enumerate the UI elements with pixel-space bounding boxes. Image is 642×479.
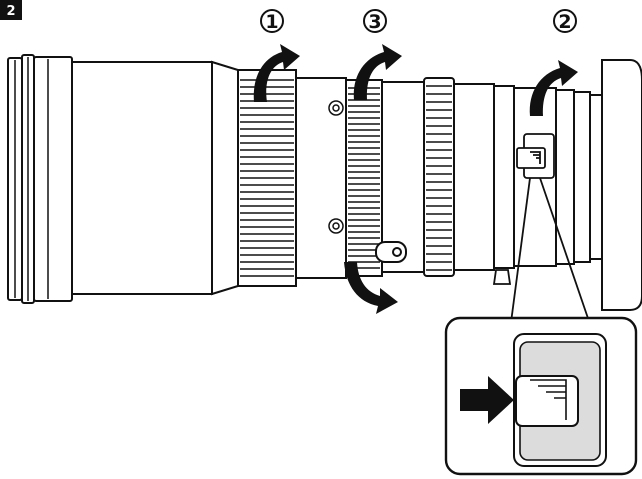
- hood-detail-lines: [14, 57, 49, 301]
- curved-arrow-icon: [353, 44, 402, 100]
- rear-barrel: [555, 89, 575, 265]
- focus-limit-switch: [516, 133, 555, 179]
- focus-ring-ribs: [348, 87, 380, 269]
- front-barrel: [71, 61, 213, 295]
- rotation-arrows: [253, 44, 578, 314]
- screw-top: [328, 100, 344, 116]
- right-arrow-icon: [460, 376, 514, 424]
- step-marker-2: 2: [553, 9, 577, 33]
- rear-barrel: [493, 85, 515, 269]
- switch-detail-inset: [444, 316, 638, 476]
- inset-switch-knob: [515, 375, 579, 427]
- lock-knob: [375, 241, 407, 263]
- grip-ring-teeth: [426, 85, 452, 271]
- step-number-3: 3: [368, 11, 381, 33]
- tripod-foot: [492, 269, 512, 285]
- curved-arrow-icon: [253, 44, 300, 102]
- mount-ring: [589, 94, 603, 260]
- curved-arrow-icon: [529, 60, 578, 116]
- rear-barrel: [381, 81, 425, 273]
- step-marker-3: 3: [363, 9, 387, 33]
- inset-switch-grip: [530, 379, 567, 420]
- zoom-ring-ribs: [240, 79, 294, 277]
- rear-cap: [601, 59, 642, 311]
- figure-label: 2: [6, 4, 15, 19]
- curved-arrow-icon: [344, 262, 398, 314]
- screw-bottom: [328, 218, 344, 234]
- mount-ring: [573, 91, 591, 263]
- barrel-taper: [211, 60, 239, 296]
- rear-barrel: [453, 83, 495, 271]
- step-marker-1: 1: [260, 9, 284, 33]
- lens-body: [7, 54, 642, 311]
- step-number-2: 2: [558, 11, 571, 33]
- callout-leader: [509, 177, 593, 331]
- figure-label-badge: 2: [0, 0, 22, 20]
- hood-ring: [33, 56, 73, 302]
- step-number-1: 1: [265, 11, 278, 33]
